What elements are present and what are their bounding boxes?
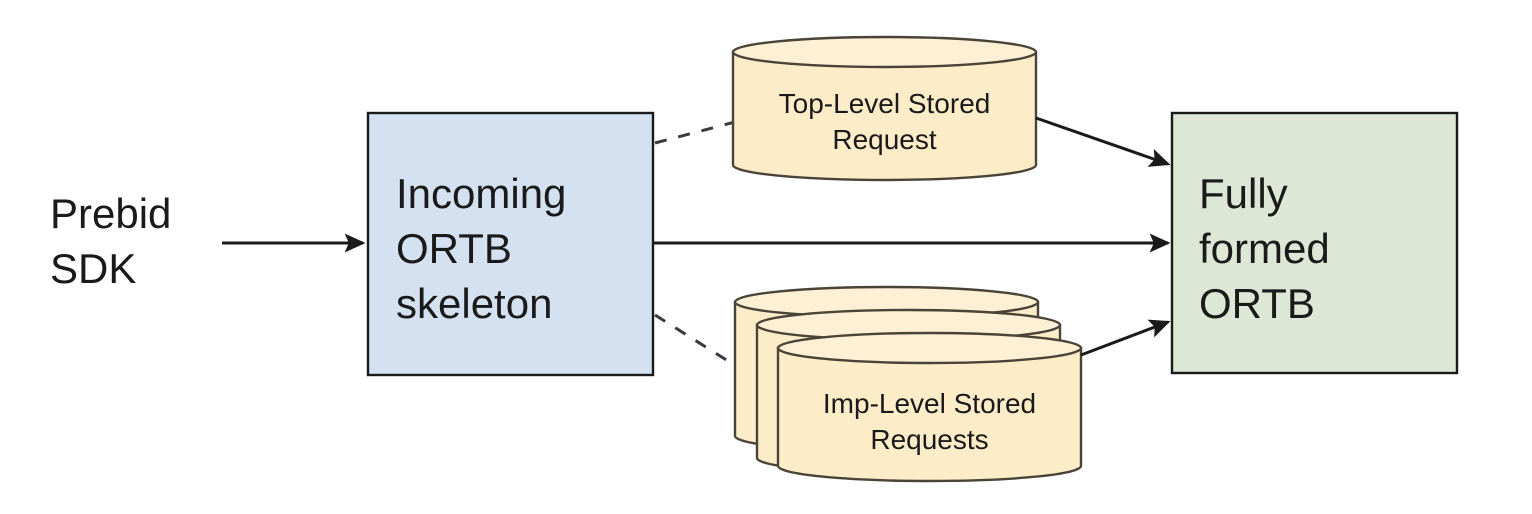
edge-imp-level-store-to-output [1080,319,1171,357]
edge-incoming-to-top-level-store [654,120,736,145]
top-level-stored-request-label-line2: Request [832,124,937,155]
fully-formed-ortb-label-line2: formed [1199,225,1330,272]
edge-incoming-to-imp-level-store-line [654,313,737,368]
incoming-ortb-skeleton[interactable]: Incoming ORTB skeleton [366,111,655,377]
prebid-sdk-label-line1: Prebid [50,190,171,237]
prebid-sdk-label-line2: SDK [50,245,136,292]
top-level-stored-request-body [731,50,1038,182]
top-level-stored-request[interactable]: Top-Level Stored Request [731,35,1038,182]
edge-incoming-to-top-level-store-line [654,120,736,145]
fully-formed-ortb[interactable]: Fully formed ORTB [1170,111,1459,375]
top-level-stored-request-label-line1: Top-Level Stored [779,88,991,119]
imp-level-stored-requests[interactable]: Imp-Level Stored Requests [733,285,1083,483]
incoming-ortb-skeleton-label-line1: Incoming [396,170,566,217]
imp-level-stored-requests-layer-front [776,331,1083,483]
fully-formed-ortb-label-line1: Fully [1199,170,1288,217]
edge-top-level-store-to-output [1035,116,1171,167]
edge-top-level-store-to-output-line [1035,116,1171,167]
incoming-ortb-skeleton-label-line3: skeleton [396,280,552,327]
top-level-stored-request-top-ellipse [731,35,1038,69]
imp-level-stored-requests-label-line2: Requests [870,424,988,455]
incoming-ortb-skeleton-label-line2: ORTB [396,225,512,272]
fully-formed-ortb-label-line3: ORTB [1199,280,1315,327]
imp-level-stored-requests-layer-front-body [776,346,1083,483]
prebid-sdk[interactable]: Prebid SDK [50,190,171,292]
incoming-ortb-skeleton-box [366,111,655,377]
imp-level-stored-requests-layer-front-top [776,331,1083,365]
imp-level-stored-requests-label-line1: Imp-Level Stored [823,388,1036,419]
edge-incoming-to-imp-level-store [654,313,737,368]
fully-formed-ortb-box [1170,111,1459,375]
edge-imp-level-store-to-output-line [1080,319,1171,357]
